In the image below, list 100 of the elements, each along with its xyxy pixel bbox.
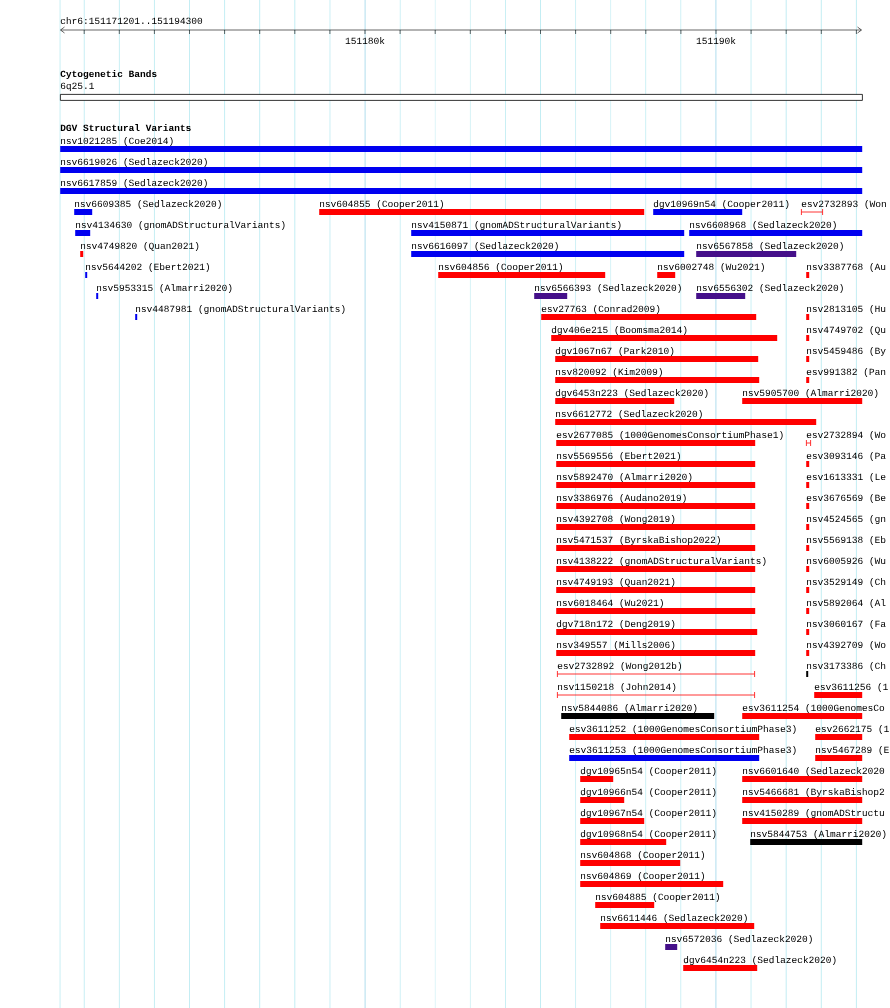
variant-bar: dgv406e215 (Boomsma2014) — [551, 326, 778, 341]
variant-bar: nsv6601640 (Sedlazeck2020 — [742, 767, 885, 782]
node-label: nsv349557 (Mills2006) — [557, 641, 675, 650]
node-label: nsv604885 (Cooper2011) — [596, 893, 720, 902]
node-label: nsv5905700 (Almarri2020) — [743, 389, 878, 398]
variant-span: esv2732893 (Won — [801, 200, 886, 216]
variant-bar: nsv6609385 (Sedlazeck2020) — [74, 200, 221, 215]
variant-bar: esv3611252 (1000GenomesConsortiumPhase3) — [569, 725, 796, 740]
variant-bar: nsv1021285 (Coe2014) — [60, 137, 863, 152]
variant-bar: nsv4392708 (Wong2019) — [556, 515, 756, 530]
variant-bar: dgv718n172 (Deng2019) — [556, 620, 758, 635]
track-title: DGV Structural Variants — [60, 124, 191, 132]
variant-bar: nsv6566393 (Sedlazeck2020) — [534, 284, 681, 299]
variant-bar: nsv604869 (Cooper2011) — [580, 872, 724, 887]
variant-bar: nsv4749702 (Qu — [806, 326, 886, 341]
node-label: nsv4150289 (gnomADStructu — [743, 809, 884, 818]
variant-bar: nsv3386976 (Audano2019) — [556, 494, 756, 509]
node-label: esv3676569 (Be — [806, 494, 886, 503]
variant-span: esv2732894 (Wo — [806, 431, 886, 447]
variant-bar: nsv5459486 (By — [806, 347, 886, 362]
variant-bar: nsv3060167 (Fa — [806, 620, 886, 635]
node-label: nsv6002748 (Wu2021) — [658, 263, 764, 272]
node-label: nsv3060167 (Fa — [807, 620, 886, 629]
variant-bar: dgv10967n54 (Cooper2011) — [580, 809, 716, 824]
variant-bar: nsv5953315 (Almarri2020) — [96, 284, 232, 299]
variant-bar: nsv5905700 (Almarri2020) — [742, 389, 878, 404]
node-label: nsv604855 (Cooper2011) — [320, 200, 444, 209]
node-label: nsv3173386 (Ch — [807, 662, 886, 671]
node-label: nsv5569138 (Eb — [807, 536, 886, 545]
node-label: nsv4749820 (Quan2021) — [81, 242, 199, 251]
node-label: nsv3386976 (Audano2019) — [557, 494, 686, 503]
variant-bar: nsv604868 (Cooper2011) — [580, 851, 704, 866]
node-label: nsv6612772 (Sedlazeck2020) — [556, 410, 702, 419]
variant-bar: nsv4138222 (gnomADStructuralVariants) — [556, 557, 766, 572]
node-label: dgv1067n67 (Park2010) — [555, 347, 674, 356]
node-label: esv3611256 (1 — [814, 683, 888, 692]
variant-bar: nsv5471537 (ByrskaBishop2022) — [556, 536, 756, 551]
variant-bar: nsv6616097 (Sedlazeck2020) — [411, 242, 685, 257]
variant-bar: esv3611254 (1000GenomesCo — [742, 704, 885, 719]
variant-bar: dgv10966n54 (Cooper2011) — [580, 788, 716, 803]
variant-bar: esv3611253 (1000GenomesConsortiumPhase3) — [569, 746, 796, 761]
variant-bar: nsv4134630 (gnomADStructuralVariants) — [75, 221, 285, 236]
node-label: esv3093146 (Pa — [806, 452, 886, 461]
variant-bar: nsv5467289 (E — [815, 746, 889, 761]
node-label: nsv5892064 (Al — [807, 599, 886, 608]
variant-bar: nsv5569556 (Ebert2021) — [556, 452, 756, 467]
node-label: nsv604869 (Cooper2011) — [581, 872, 705, 881]
variant-bar: nsv6619026 (Sedlazeck2020) — [60, 158, 863, 173]
variant-bar: dgv10968n54 (Cooper2011) — [580, 830, 716, 845]
node-label: nsv6566393 (Sedlazeck2020) — [535, 284, 681, 293]
node-label: nsv4392709 (Wo — [807, 641, 886, 650]
node-label: esv3611253 (1000GenomesConsortiumPhase3) — [569, 746, 796, 755]
node-label: dgv718n172 (Deng2019) — [556, 620, 675, 629]
node-label: nsv6572036 (Sedlazeck2020) — [666, 935, 812, 944]
node-label: esv3611252 (1000GenomesConsortiumPhase3) — [569, 725, 796, 734]
variant-bar: nsv349557 (Mills2006) — [556, 641, 756, 656]
node-label: esv27763 (Conrad2009) — [541, 305, 660, 314]
variant-bar: esv2662175 (1 — [815, 725, 889, 740]
variant-bar: nsv6611446 (Sedlazeck2020) — [600, 914, 755, 929]
node-label: nsv5892470 (Almarri2020) — [557, 473, 692, 482]
node-label: nsv3529149 (Ch — [807, 578, 886, 587]
variant-bar: esv27763 (Conrad2009) — [541, 305, 757, 320]
track-title: Cytogenetic Bands — [60, 70, 157, 79]
variant-bar: esv3676569 (Be — [806, 494, 886, 509]
variant-bar: nsv5892470 (Almarri2020) — [556, 473, 756, 488]
node-label: esv1613331 (Le — [806, 473, 886, 482]
node-label: nsv5569556 (Ebert2021) — [557, 452, 681, 461]
variant-bar: nsv3529149 (Ch — [806, 578, 886, 593]
variant-bar: nsv5644202 (Ebert2021) — [85, 263, 209, 278]
node-label: nsv6616097 (Sedlazeck2020) — [412, 242, 558, 251]
variant-bar: esv991382 (Pan — [806, 368, 886, 383]
node-label: nsv820092 (Kim2009) — [556, 368, 662, 377]
node-label: nsv6556302 (Sedlazeck2020) — [697, 284, 843, 293]
node-label: nsv6567858 (Sedlazeck2020) — [697, 242, 843, 251]
node-label: nsv6601640 (Sedlazeck2020 — [743, 767, 885, 776]
variant-bar: nsv6567858 (Sedlazeck2020) — [696, 242, 843, 257]
variant-span: esv2732892 (Wong2012b) — [557, 662, 755, 678]
variant-bar: esv2677085 (1000GenomesConsortiumPhase1) — [556, 431, 783, 446]
node-label: dgv10968n54 (Cooper2011) — [580, 830, 716, 839]
variant-bar: nsv2813105 (Hu — [806, 305, 886, 320]
node-label: nsv4138222 (gnomADStructuralVariants) — [557, 557, 766, 566]
variant-bar: nsv820092 (Kim2009) — [555, 368, 760, 383]
node-label: nsv604868 (Cooper2011) — [581, 851, 705, 860]
node-label: nsv6608968 (Sedlazeck2020) — [690, 221, 836, 230]
variant-bar: dgv1067n67 (Park2010) — [555, 347, 759, 362]
node-label: dgv6454n223 (Sedlazeck2020) — [683, 956, 836, 965]
node-label: nsv6005926 (Wu — [807, 557, 886, 566]
node-label: nsv6609385 (Sedlazeck2020) — [75, 200, 221, 209]
variant-bar: esv3611256 (1 — [814, 683, 888, 698]
node-label: nsv4392708 (Wong2019) — [557, 515, 675, 524]
node-label: 6q25.1 — [60, 82, 94, 91]
variant-bar: nsv6608968 (Sedlazeck2020) — [689, 221, 863, 236]
variant-bar: nsv5892064 (Al — [806, 599, 886, 614]
node-label: nsv5844086 (Almarri2020) — [562, 704, 697, 713]
variant-bar: nsv4150871 (gnomADStructuralVariants) — [411, 221, 685, 236]
node-label: nsv5471537 (ByrskaBishop2022) — [557, 536, 720, 545]
node-label: nsv6611446 (Sedlazeck2020) — [601, 914, 747, 923]
variant-bar: nsv6005926 (Wu — [806, 557, 886, 572]
variant-bar: nsv4487981 (gnomADStructuralVariants) — [135, 305, 345, 320]
node-label: nsv4134630 (gnomADStructuralVariants) — [76, 221, 285, 230]
